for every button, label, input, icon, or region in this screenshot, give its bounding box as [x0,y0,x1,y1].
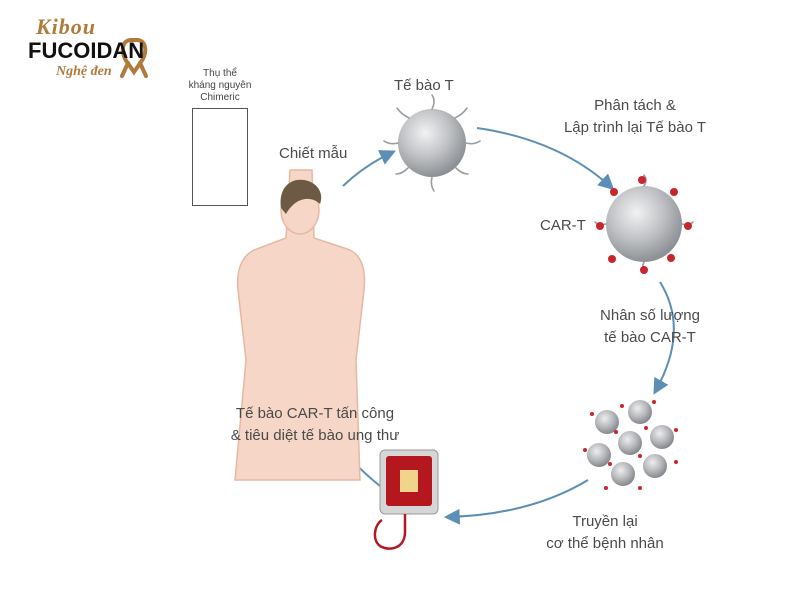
arrow-infuse [443,479,589,525]
label-sampling: Chiết mẫu [279,145,348,162]
expanded-cells-icon [583,400,678,490]
label-attack-line2: & tiêu diệt tế bào ung thư [230,427,400,444]
label-car-t: CAR-T [540,217,586,234]
arrow-sampling [342,150,396,187]
awareness-ribbon-icon [120,38,148,78]
car-t-cell-icon [594,174,694,274]
logo-top-text: Kibou [36,14,97,39]
receptor-box [192,108,248,206]
logo-bottom-text: Nghệ đen [56,64,112,79]
label-expand-line1: Nhân số lượng [600,307,700,324]
label-infuse-line2: cơ thể bệnh nhân [546,535,664,552]
label-expand-line2: tế bào CAR-T [604,329,696,346]
iv-bag-icon [373,449,439,550]
label-reprogram-line2: Lập trình lại Tế bào T [563,119,707,136]
cycle-arrows [332,127,675,525]
label-t-cell: Tế bào T [394,77,454,94]
arrow-reprogram [476,127,615,191]
label-infuse-line1: Truyền lại [572,513,638,530]
logo-main-text: FUCOIDAN [28,38,145,63]
arrow-expand [653,281,675,395]
receptor-label-line3: Chimeric [200,92,240,103]
t-cell-icon [383,94,481,192]
receptor-label-line2: kháng nguyên [188,80,252,91]
receptor-label-line1: Thụ thể [203,68,237,79]
label-reprogram-line1: Phân tách & [594,97,676,114]
label-attack-line1: Tế bào CAR-T tấn công [235,405,395,422]
patient-body-icon [234,169,366,481]
